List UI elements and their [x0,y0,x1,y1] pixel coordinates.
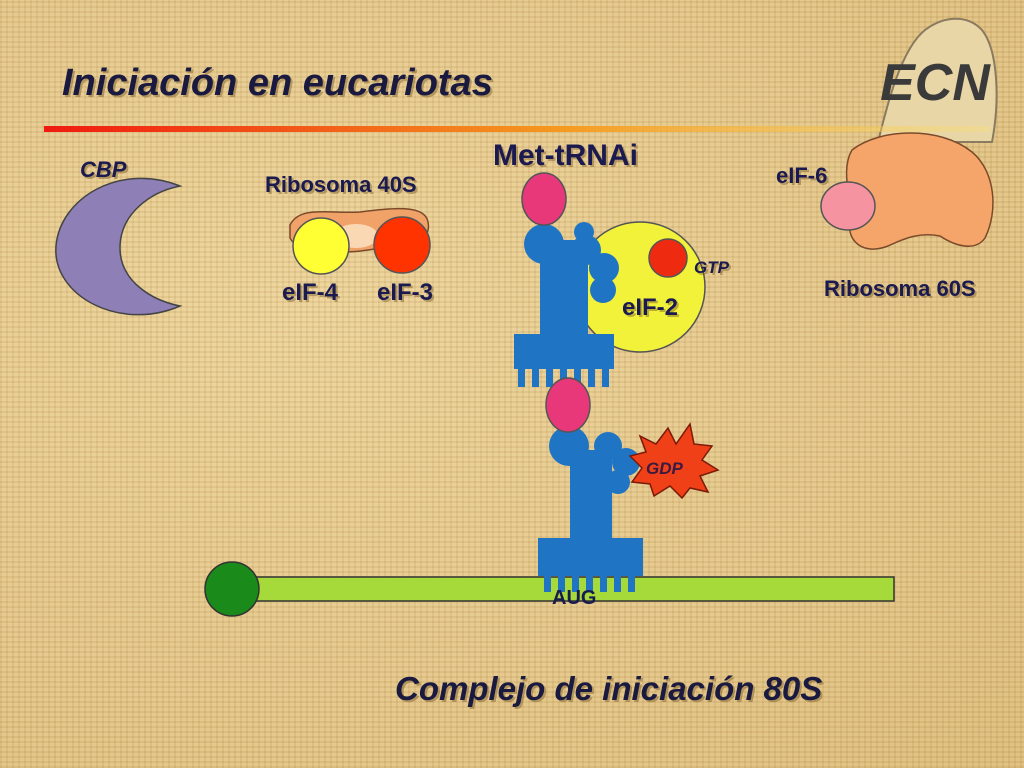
eif3-label: eIF-3 [377,279,433,306]
eif6-circle [820,181,876,231]
met-trna-label: Met-tRNAi [493,139,638,172]
eif6-label: eIF-6 [776,163,827,188]
ribosome-60s-label: Ribosoma 60S [824,276,976,301]
eif4-label: eIF-4 [282,279,339,306]
page-title: Iniciación en eucariotas [62,62,493,104]
gdp-label: GDP [646,459,684,478]
logo-text: ECN [880,54,991,112]
title-underline [44,126,990,132]
eif4-circle [292,217,350,275]
cbp-label: CBP [80,157,127,182]
mrna-cap [204,561,260,617]
met-ball-bottom [545,377,591,433]
eif3-circle [373,216,431,274]
ecn-logo: ECN [876,17,998,143]
ribosome-40s-label: Ribosoma 40S [265,172,417,197]
trna-shape-bottom [538,426,643,592]
met-ball-top [521,172,567,226]
gtp-circle [648,238,688,278]
subtitle: Complejo de iniciación 80S [395,670,822,707]
eif2-label: eIF-2 [622,294,678,321]
aug-label: AUG [552,587,596,609]
gdp-burst [628,422,720,500]
cbp-shape [55,177,183,316]
gtp-label: GTP [694,258,730,277]
